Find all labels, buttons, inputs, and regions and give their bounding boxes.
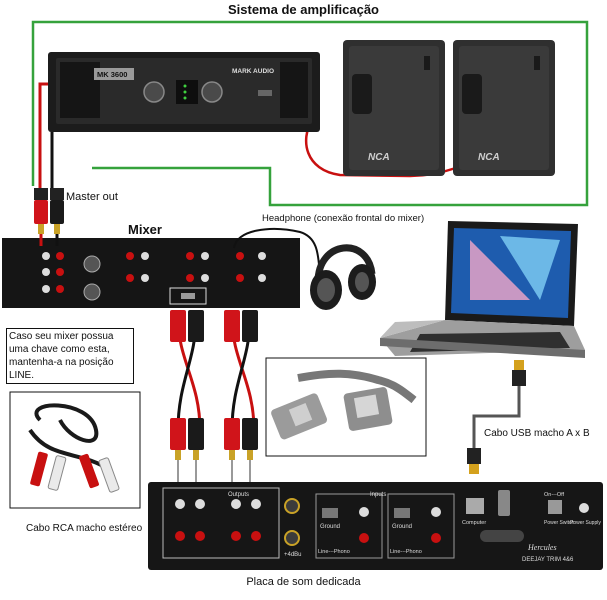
diagram-title: Sistema de amplificação xyxy=(227,2,379,17)
card-product: DEEJAY TRIM 4&6 xyxy=(522,557,574,563)
usb-plug-b xyxy=(467,448,481,464)
speaker-left xyxy=(343,40,445,176)
card-ground-label-2: Ground xyxy=(392,524,412,530)
card-inputs-label: Inputs xyxy=(370,492,386,498)
usb-cable-label: Cabo USB macho A x B xyxy=(484,428,590,439)
card-computer-label: Computer xyxy=(462,520,486,526)
headphone-label: Headphone (conexão frontal do mixer) xyxy=(262,213,425,224)
speaker-right xyxy=(453,40,555,176)
sound-card-panel xyxy=(148,482,603,570)
master-out-plugs xyxy=(34,188,64,234)
headphone-cable xyxy=(233,227,321,276)
card-power-switch-label: Power Switch xyxy=(544,520,575,526)
card-brand: Hercules xyxy=(527,543,557,552)
usb-plug-a-tip xyxy=(514,360,524,370)
rca-cable-illustration xyxy=(28,403,120,493)
master-out-label: Master out xyxy=(66,191,118,203)
mixer-panel xyxy=(2,238,300,308)
switch-note: Caso seu mixer possua uma chave como est… xyxy=(6,328,134,384)
laptop xyxy=(380,221,585,358)
speaker-right-brand: NCA xyxy=(478,152,500,163)
amp-brand: MARK AUDIO xyxy=(232,68,274,75)
amp-model: MK 3600 xyxy=(97,70,127,79)
usb-plug-a xyxy=(512,370,526,386)
card-line-phono-label-2: Line---Phono xyxy=(390,549,422,555)
card-outputs-label: Outputs xyxy=(228,492,249,498)
headphone-icon xyxy=(310,244,376,310)
card-power-supply-label: Power Supply xyxy=(570,520,601,526)
green-speaker-wire xyxy=(31,20,589,207)
sound-card-label: Placa de som dedicada xyxy=(246,576,361,588)
mixer-label: Mixer xyxy=(128,222,162,237)
card-on-off-label: On---Off xyxy=(544,492,565,498)
usb-cable-small xyxy=(472,382,521,462)
amplifier xyxy=(48,52,320,132)
rca-interconnect-cables xyxy=(170,310,258,490)
card-ground-label-1: Ground xyxy=(320,524,340,530)
speaker-left-brand: NCA xyxy=(368,152,390,163)
usb-plug-b-tip xyxy=(469,464,479,474)
card-plus4dbu-label: +4dBu xyxy=(284,552,302,558)
card-line-phono-label-1: Line---Phono xyxy=(318,549,350,555)
usb-cable-illustration xyxy=(271,369,417,440)
rca-cable-label: Cabo RCA macho estéreo xyxy=(26,523,143,534)
